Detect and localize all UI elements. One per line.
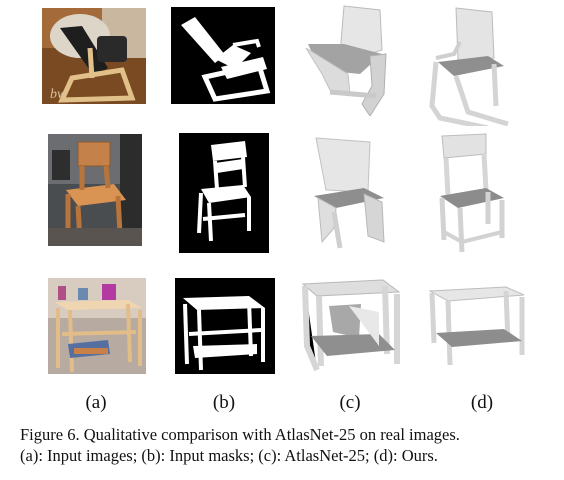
column-label-c: (c) <box>339 392 361 413</box>
input-image-side-table <box>48 278 146 374</box>
input-image-wooden-chair <box>48 134 142 246</box>
atlasnet-result-rocking-chair <box>300 4 400 116</box>
atlasnet-result-side-table <box>299 276 403 374</box>
ours-result-rocking-chair <box>428 6 518 126</box>
column-label-a: (a) <box>85 392 107 413</box>
input-mask-rocking-chair <box>171 7 275 104</box>
ours-result-wooden-chair <box>436 132 512 254</box>
atlasnet-result-wooden-chair <box>312 132 388 250</box>
column-label-b: (b) <box>212 392 236 413</box>
photo-watermark: bw <box>50 87 67 102</box>
caption-line-1: Figure 6. Qualitative comparison with At… <box>20 425 460 444</box>
column-label-d: (d) <box>470 392 494 413</box>
ours-result-side-table <box>426 283 530 369</box>
figure-caption: Figure 6. Qualitative comparison with At… <box>20 424 560 466</box>
caption-line-2: (a): Input images; (b): Input masks; (c)… <box>20 446 438 465</box>
input-image-rocking-chair: bw <box>42 8 146 104</box>
input-mask-side-table <box>175 278 275 374</box>
input-mask-wooden-chair <box>179 133 269 253</box>
